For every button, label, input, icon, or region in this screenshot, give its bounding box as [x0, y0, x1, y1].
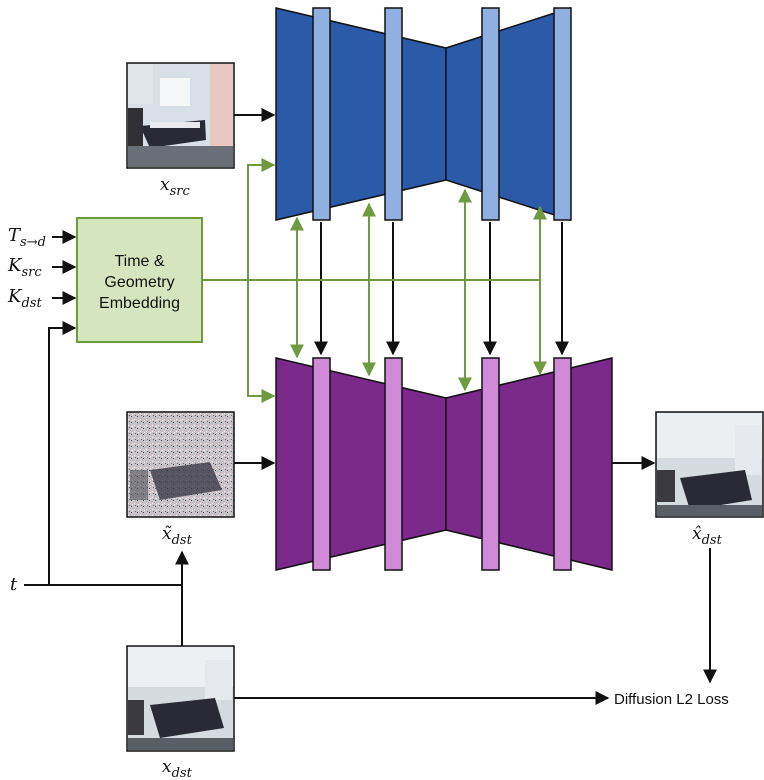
target-block-3 [481, 357, 500, 571]
target-block-4 [553, 357, 572, 571]
conditioning-arrows [202, 158, 547, 403]
noisy-image: x̃dst [126, 411, 235, 548]
time-to-embedding [48, 321, 77, 585]
embedding-line-2: Geometry [104, 274, 174, 291]
embedding-line-1: Time & [114, 253, 164, 270]
target-block-1 [312, 357, 331, 571]
loss-label: Diffusion L2 Loss [614, 691, 729, 708]
source-block-1 [312, 7, 331, 221]
embedding-line-3: Embedding [99, 295, 180, 312]
time-input: t [10, 321, 182, 595]
target-block-2 [384, 357, 403, 571]
source-unet [275, 6, 572, 222]
embedding-to-source [247, 158, 276, 280]
source-decoder-trapezoid [445, 6, 571, 222]
feature-arrows [314, 222, 569, 356]
source-encoder-trapezoid [275, 7, 447, 221]
predicted-image: x̂dst [655, 411, 764, 548]
target-encoder-trapezoid [275, 357, 447, 571]
embedding-inputs: Ts→d Ksrc Kdst [7, 225, 77, 311]
input-kdst-label: Kdst [7, 286, 42, 311]
predicted-image-label: x̂dst [692, 524, 723, 548]
target-decoder-trapezoid [445, 357, 613, 571]
ground-truth-label: xdst [162, 757, 193, 780]
ground-truth-image: xdst [126, 645, 235, 780]
source-block-3 [481, 7, 500, 221]
noisy-image-label: x̃dst [162, 524, 193, 548]
source-block-4 [553, 7, 572, 221]
target-unet [275, 357, 613, 571]
time-label: t [10, 574, 18, 595]
input-ksrc-label: Ksrc [7, 255, 42, 280]
embedding-box: Time & Geometry Embedding [76, 217, 203, 343]
input-transform-label: Ts→d [8, 225, 46, 250]
source-image-label: xsrc [160, 175, 190, 199]
source-image: xsrc [126, 62, 235, 199]
embedding-to-target [247, 280, 276, 403]
source-block-2 [384, 7, 403, 221]
